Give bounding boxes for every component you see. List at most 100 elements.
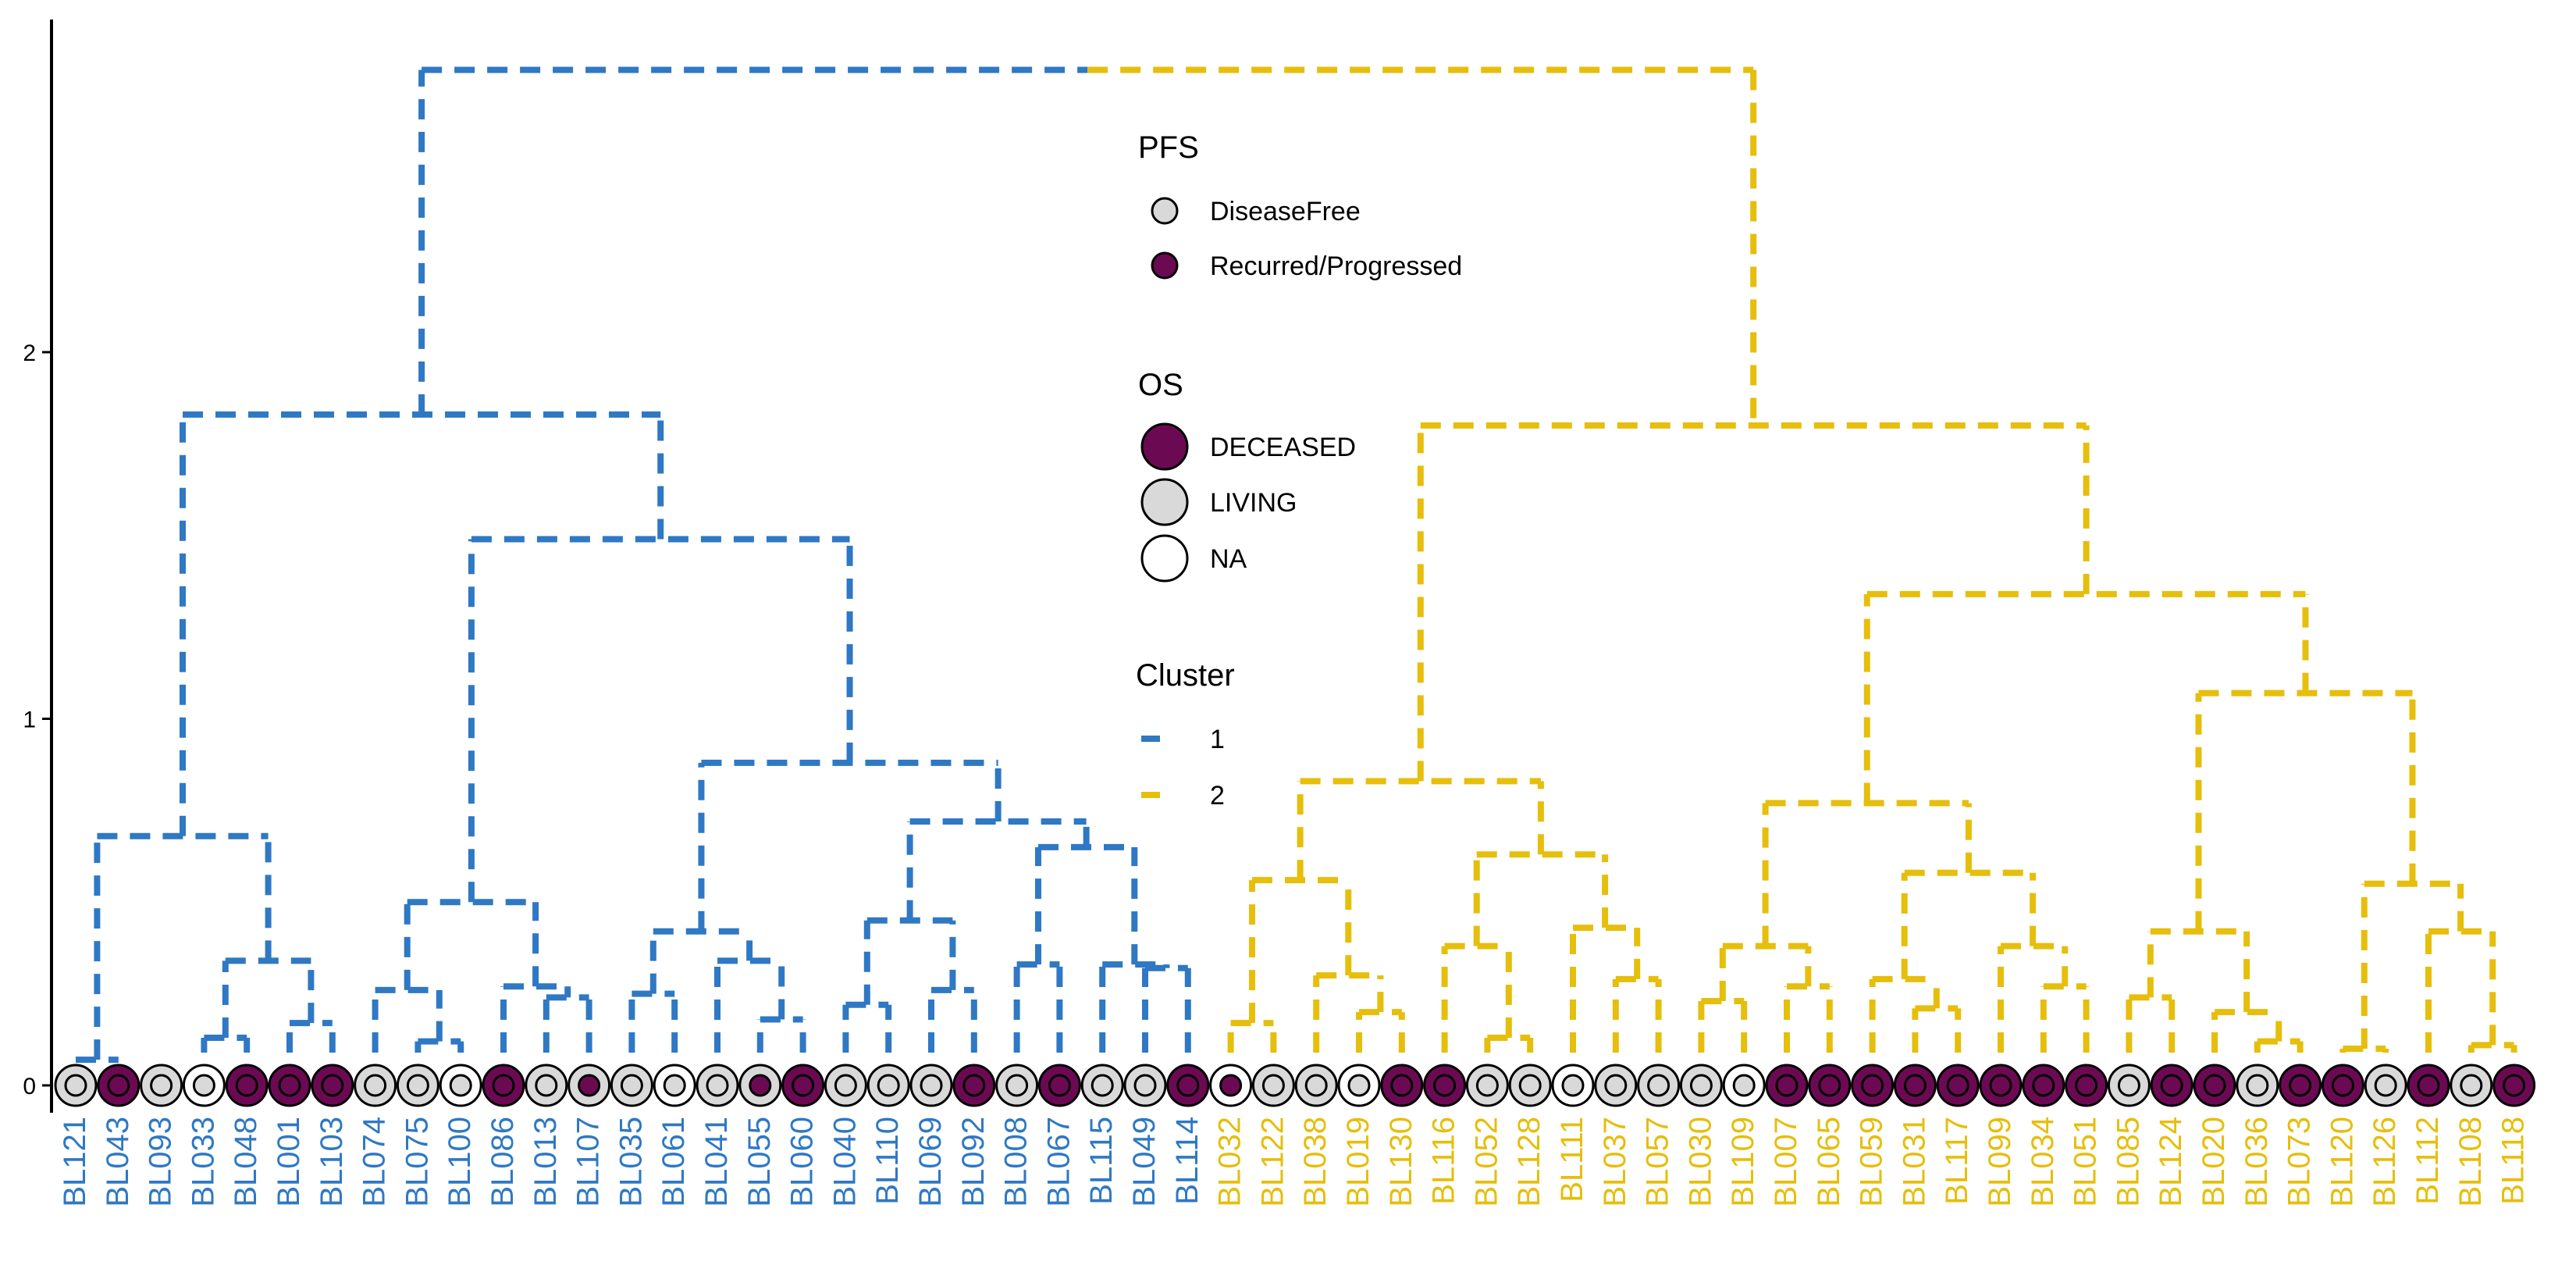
leaf-label: BL031 [1897,1117,1931,1207]
legend-pfs-label-recurred: Recurred/Progressed [1210,251,1462,281]
legend-os-label-living: LIVING [1210,488,1297,518]
leaf-pfs-marker [1133,1074,1157,1097]
leaf-pfs-marker [578,1074,601,1097]
dendrogram-tree [73,66,2517,1085]
leaf-label: BL111 [1555,1117,1589,1203]
leaf-label: BL008 [999,1117,1034,1207]
leaf-label: BL019 [1341,1117,1375,1207]
leaf-pfs-marker [1861,1074,1884,1097]
leaf-pfs-marker [1818,1074,1841,1097]
leaf-label: BL013 [528,1117,563,1207]
leaf-pfs-marker [192,1074,215,1097]
leaf-label: BL118 [2496,1117,2531,1205]
leaf-pfs-marker [2032,1074,2055,1097]
leaf-label: BL103 [315,1117,349,1207]
leaf-markers [54,1064,2536,1107]
leaf-pfs-marker [877,1074,900,1097]
leaf-pfs-marker [962,1074,986,1097]
legend-pfs-title: PFS [1138,130,1199,165]
leaf-pfs-marker [1518,1074,1542,1097]
leaf-label: BL075 [400,1117,434,1207]
leaf-label: BL061 [656,1117,691,1207]
leaf-label: BL112 [2411,1117,2445,1205]
leaf-label: BL038 [1298,1117,1332,1207]
legend-cluster-title: Cluster [1136,658,1235,693]
legend-os-marker-deceased [1140,422,1189,471]
leaf-pfs-marker [2374,1074,2397,1097]
leaf-pfs-marker [1732,1074,1756,1097]
leaf-label: BL114 [1170,1117,1204,1205]
leaf-pfs-marker [278,1074,301,1097]
legend-cluster-label-2: 2 [1210,781,1225,811]
leaf-pfs-marker [1475,1074,1499,1097]
leaf-label: BL074 [358,1117,392,1207]
leaf-pfs-marker [1775,1074,1799,1097]
leaf-pfs-marker [492,1074,515,1097]
leaf-label: BL060 [785,1117,820,1207]
leaf-pfs-marker [1091,1074,1114,1097]
leaf-label: BL085 [2111,1117,2145,1207]
leaf-label: BL034 [2026,1117,2060,1207]
leaf-pfs-marker [1903,1074,1927,1097]
leaf-label: BL093 [144,1117,178,1207]
leaf-pfs-marker [1647,1074,1670,1097]
leaf-pfs-marker [1989,1074,2012,1097]
leaf-label: BL092 [956,1117,991,1207]
leaf-pfs-marker [2417,1074,2440,1097]
leaf-pfs-marker [1176,1074,1200,1097]
leaf-pfs-marker [150,1074,173,1097]
leaf-label: BL116 [1427,1117,1461,1205]
legend-pfs-label-diseasefree: DiseaseFree [1210,197,1361,226]
leaf-pfs-marker [749,1074,772,1097]
legend-pfs-marker-recurred [1151,251,1179,280]
leaf-label: BL122 [1255,1117,1290,1207]
leaf-label: BL069 [913,1117,948,1207]
leaf-pfs-marker [1561,1074,1585,1097]
leaf-label: BL043 [101,1117,135,1207]
leaf-label: BL120 [2325,1117,2359,1207]
leaf-pfs-marker [2289,1074,2312,1097]
y-tick-label: 2 [23,340,36,366]
leaf-label: BL130 [1384,1117,1418,1207]
leaf-label: BL124 [2154,1117,2188,1207]
leaf-label: BL100 [443,1117,477,1207]
leaf-pfs-marker [449,1074,472,1097]
leaf-label: BL059 [1855,1117,1889,1207]
leaf-pfs-marker [2117,1074,2140,1097]
y-tick-label: 0 [23,1074,36,1099]
leaf-pfs-marker [107,1074,130,1097]
leaf-pfs-marker [2203,1074,2226,1097]
leaf-label: BL051 [2069,1117,2103,1207]
leaf-label: BL037 [1598,1117,1632,1207]
leaf-pfs-marker [1261,1074,1285,1097]
leaf-pfs-marker [834,1074,857,1097]
legend-os-label-na: NA [1210,544,1247,574]
legend-pfs-marker-diseasefree [1151,197,1179,225]
leaf-label: BL073 [2282,1117,2317,1207]
leaf-label: BL033 [186,1117,220,1207]
leaf-label: BL001 [272,1117,306,1207]
leaf-pfs-marker [1005,1074,1029,1097]
leaf-label: BL107 [571,1117,606,1207]
leaf-pfs-marker [2503,1074,2526,1097]
leaf-pfs-marker [1347,1074,1371,1097]
leaf-pfs-marker [235,1074,258,1097]
legend-os-marker-living [1140,478,1189,526]
leaf-pfs-marker [2160,1074,2183,1097]
leaf-pfs-marker [1946,1074,1969,1097]
leaf-pfs-marker [2331,1074,2354,1097]
legend-os-label-deceased: DECEASED [1210,433,1356,462]
leaf-label: BL067 [1041,1117,1076,1207]
leaf-label: BL115 [1084,1117,1119,1205]
leaf-label: BL057 [1641,1117,1675,1207]
leaf-label: BL041 [699,1117,734,1207]
leaf-pfs-marker [920,1074,943,1097]
legend-os-title: OS [1138,368,1183,402]
leaf-pfs-marker [1219,1074,1243,1097]
leaf-pfs-marker [1390,1074,1414,1097]
leaf-label: BL035 [614,1117,648,1207]
leaf-label: BL020 [2197,1117,2231,1207]
y-axis: 012 [23,20,53,1113]
leaf-pfs-marker [620,1074,643,1097]
